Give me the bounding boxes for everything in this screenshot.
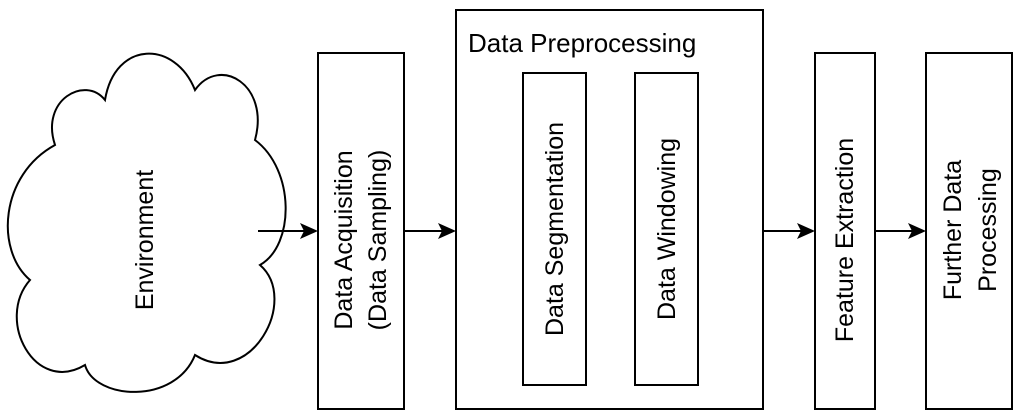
arrow-head-icon — [908, 223, 926, 239]
arrow-head-icon — [797, 223, 815, 239]
data-windowing-label: Data Windowing — [653, 138, 681, 320]
environment-node: Environment — [6, 52, 287, 393]
further-data-processing-label-line2: Processing — [974, 168, 1002, 292]
feature-extraction-label: Feature Extraction — [831, 138, 859, 342]
environment-label: Environment — [131, 170, 159, 310]
feature-extraction-node: Feature Extraction — [814, 52, 876, 410]
data-acquisition-box — [317, 52, 405, 410]
arrow-head-icon — [300, 223, 318, 239]
arrow-acquisition-to-preprocessing — [404, 223, 456, 239]
data-preprocessing-box — [455, 9, 764, 410]
further-data-processing-label-line1: Further Data — [939, 160, 967, 300]
data-segmentation-label: Data Segmentation — [541, 122, 569, 336]
arrow-environment-to-acquisition — [258, 223, 318, 239]
data-segmentation-box — [522, 72, 587, 386]
data-windowing-box — [634, 72, 699, 386]
data-preprocessing-node: Data Preprocessing Data Segmentation Dat… — [455, 9, 764, 410]
data-preprocessing-title: Data Preprocessing — [468, 28, 696, 58]
feature-extraction-box — [814, 52, 876, 410]
arrow-preprocessing-to-feature-extraction — [763, 223, 815, 239]
arrow-head-icon — [438, 223, 456, 239]
arrow-feature-extraction-to-further-processing — [875, 223, 926, 239]
further-data-processing-node: Further Data Processing — [925, 52, 1013, 410]
data-acquisition-label-line2: (Data Sampling) — [364, 150, 392, 331]
environment-cloud-shape — [6, 52, 287, 393]
data-acquisition-node: Data Acquisition (Data Sampling) — [317, 52, 405, 410]
data-acquisition-label-line1: Data Acquisition — [330, 150, 358, 329]
